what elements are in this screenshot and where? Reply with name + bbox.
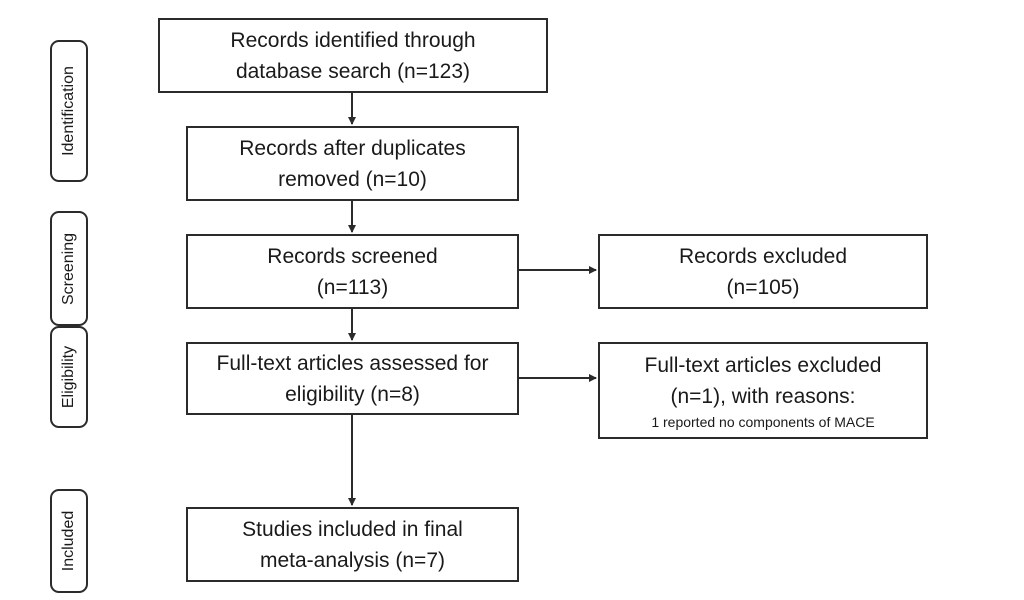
box-records-excluded-line-1: Records excluded bbox=[678, 244, 848, 268]
box-records-screened: Records screened (n=113) bbox=[186, 234, 519, 309]
box-studies-included-line-1: Studies included in final bbox=[242, 517, 463, 541]
box-studies-included-line-2: meta-analysis (n=7) bbox=[260, 548, 445, 572]
phase-screening: Screening bbox=[50, 211, 88, 326]
box-fulltext-excluded-reason: 1 reported no components of MACE bbox=[651, 413, 875, 430]
box-fulltext-assessed-line-1: Full-text articles assessed for bbox=[216, 351, 489, 375]
box-studies-included: Studies included in final meta-analysis … bbox=[186, 507, 519, 582]
phase-identification: Identification bbox=[50, 40, 88, 182]
box-records-screened-line-2: (n=113) bbox=[316, 275, 389, 299]
phase-eligibility: Eligibility bbox=[50, 326, 88, 428]
box-records-excluded: Records excluded (n=105) bbox=[598, 234, 928, 309]
box-duplicates-removed-line-1: Records after duplicates bbox=[239, 136, 466, 160]
box-fulltext-assessed-line-2: eligibility (n=8) bbox=[285, 382, 420, 406]
box-records-excluded-line-2: (n=105) bbox=[726, 275, 800, 299]
box-records-identified-line-2: database search (n=123) bbox=[235, 59, 471, 83]
box-records-screened-line-1: Records screened bbox=[267, 244, 438, 268]
box-duplicates-removed-line-2: removed (n=10) bbox=[278, 167, 427, 191]
box-duplicates-removed: Records after duplicates removed (n=10) bbox=[186, 126, 519, 201]
box-fulltext-excluded: Full-text articles excluded (n=1), with … bbox=[598, 342, 928, 439]
phase-included: Included bbox=[50, 489, 88, 593]
box-fulltext-excluded-line-2: (n=1), with reasons: bbox=[670, 384, 856, 408]
box-records-identified-line-1: Records identified through bbox=[230, 28, 476, 52]
box-fulltext-assessed: Full-text articles assessed for eligibil… bbox=[186, 342, 519, 415]
box-records-identified: Records identified through database sear… bbox=[158, 18, 548, 93]
box-fulltext-excluded-line-1: Full-text articles excluded bbox=[644, 353, 882, 377]
